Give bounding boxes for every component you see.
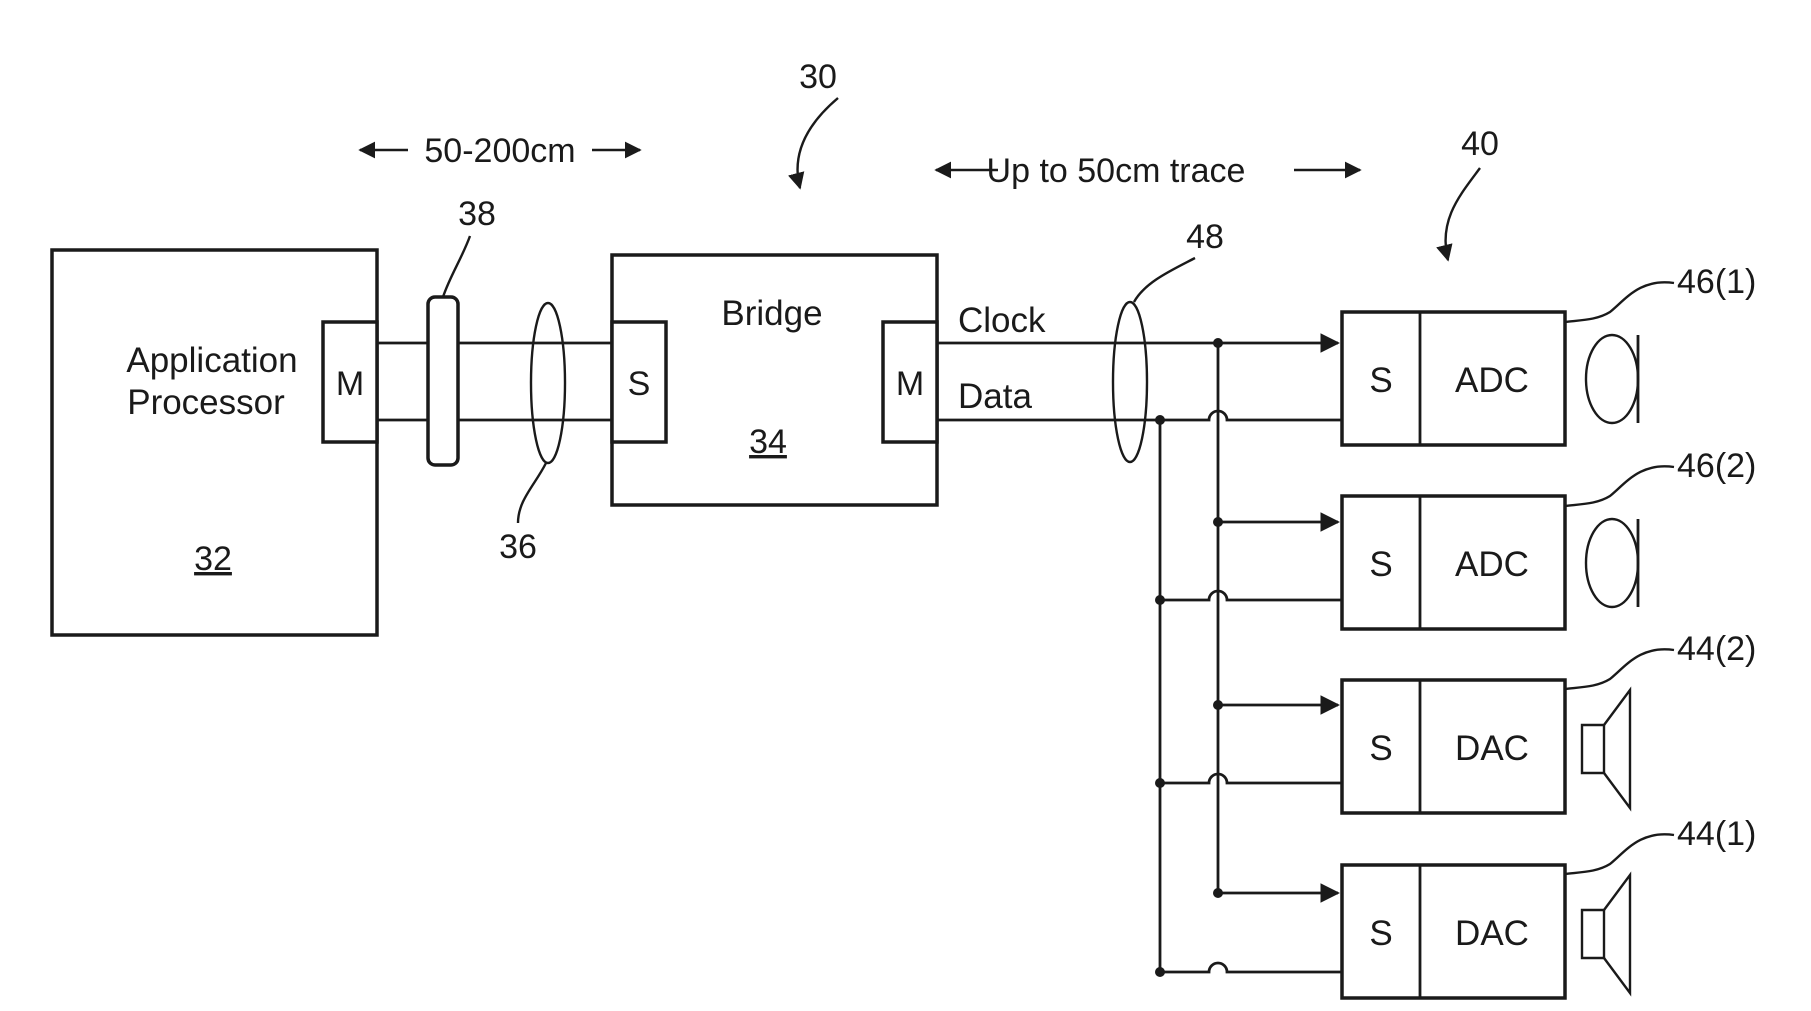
bridge-label: Bridge <box>721 294 822 333</box>
device-dac-2: S DAC <box>1342 680 1565 813</box>
ref-30: 30 <box>799 58 837 96</box>
trace-bundle-48 <box>1113 302 1147 462</box>
ref-40: 40 <box>1461 125 1499 163</box>
ref-34: 34 <box>749 423 787 461</box>
device-dac-1: S DAC <box>1342 865 1565 998</box>
ref-38-leader <box>443 236 470 297</box>
connector-38 <box>428 297 458 465</box>
ref-46-2-leader <box>1565 466 1674 506</box>
device-3-type-label: DAC <box>1455 729 1529 768</box>
slave-port-bridge-label: S <box>628 365 651 403</box>
device-4-type-label: DAC <box>1455 914 1529 953</box>
ref-40-leader <box>1446 168 1480 260</box>
application-processor-label: Application <box>126 341 297 380</box>
cable-bundle-36 <box>531 303 565 463</box>
data-label: Data <box>958 377 1032 416</box>
clock-label: Clock <box>958 301 1046 340</box>
cable-length-label: 50-200cm <box>424 132 575 170</box>
device-2-slave-label: S <box>1369 545 1392 584</box>
microphone-icon <box>1586 335 1638 423</box>
device-3-slave-label: S <box>1369 729 1392 768</box>
speaker-icon <box>1582 875 1630 993</box>
device-adc-2: S ADC <box>1342 496 1565 629</box>
data-branch-4 <box>1160 963 1342 972</box>
ref-48: 48 <box>1186 218 1224 256</box>
ref-46-1: 46(1) <box>1677 263 1756 301</box>
data-branch-2 <box>1160 591 1342 600</box>
trace-length-label: Up to 50cm trace <box>987 152 1246 190</box>
device-1-slave-label: S <box>1369 361 1392 400</box>
application-processor-label-line2: Processor <box>127 383 285 422</box>
ref-44-2-leader <box>1565 649 1674 689</box>
data-branch-1 <box>1160 411 1342 420</box>
ref-46-2: 46(2) <box>1677 447 1756 485</box>
ref-48-leader <box>1134 258 1195 302</box>
speaker-icon <box>1582 690 1630 808</box>
ref-32: 32 <box>194 540 232 578</box>
ref-30-leader <box>798 98 838 188</box>
ref-44-2: 44(2) <box>1677 630 1756 668</box>
ref-44-1-leader <box>1565 834 1674 874</box>
microphone-icon <box>1586 519 1638 607</box>
device-adc-1: S ADC <box>1342 312 1565 445</box>
device-2-type-label: ADC <box>1455 545 1529 584</box>
data-branch-3 <box>1160 774 1342 783</box>
ref-46-1-leader <box>1565 282 1674 322</box>
master-port-bridge-label: M <box>896 365 924 403</box>
ref-44-1: 44(1) <box>1677 815 1756 853</box>
ref-36-leader <box>518 463 546 523</box>
device-1-type-label: ADC <box>1455 361 1529 400</box>
ref-36: 36 <box>499 528 537 566</box>
device-4-slave-label: S <box>1369 914 1392 953</box>
ref-38: 38 <box>458 195 496 233</box>
master-port-label: M <box>336 365 364 403</box>
